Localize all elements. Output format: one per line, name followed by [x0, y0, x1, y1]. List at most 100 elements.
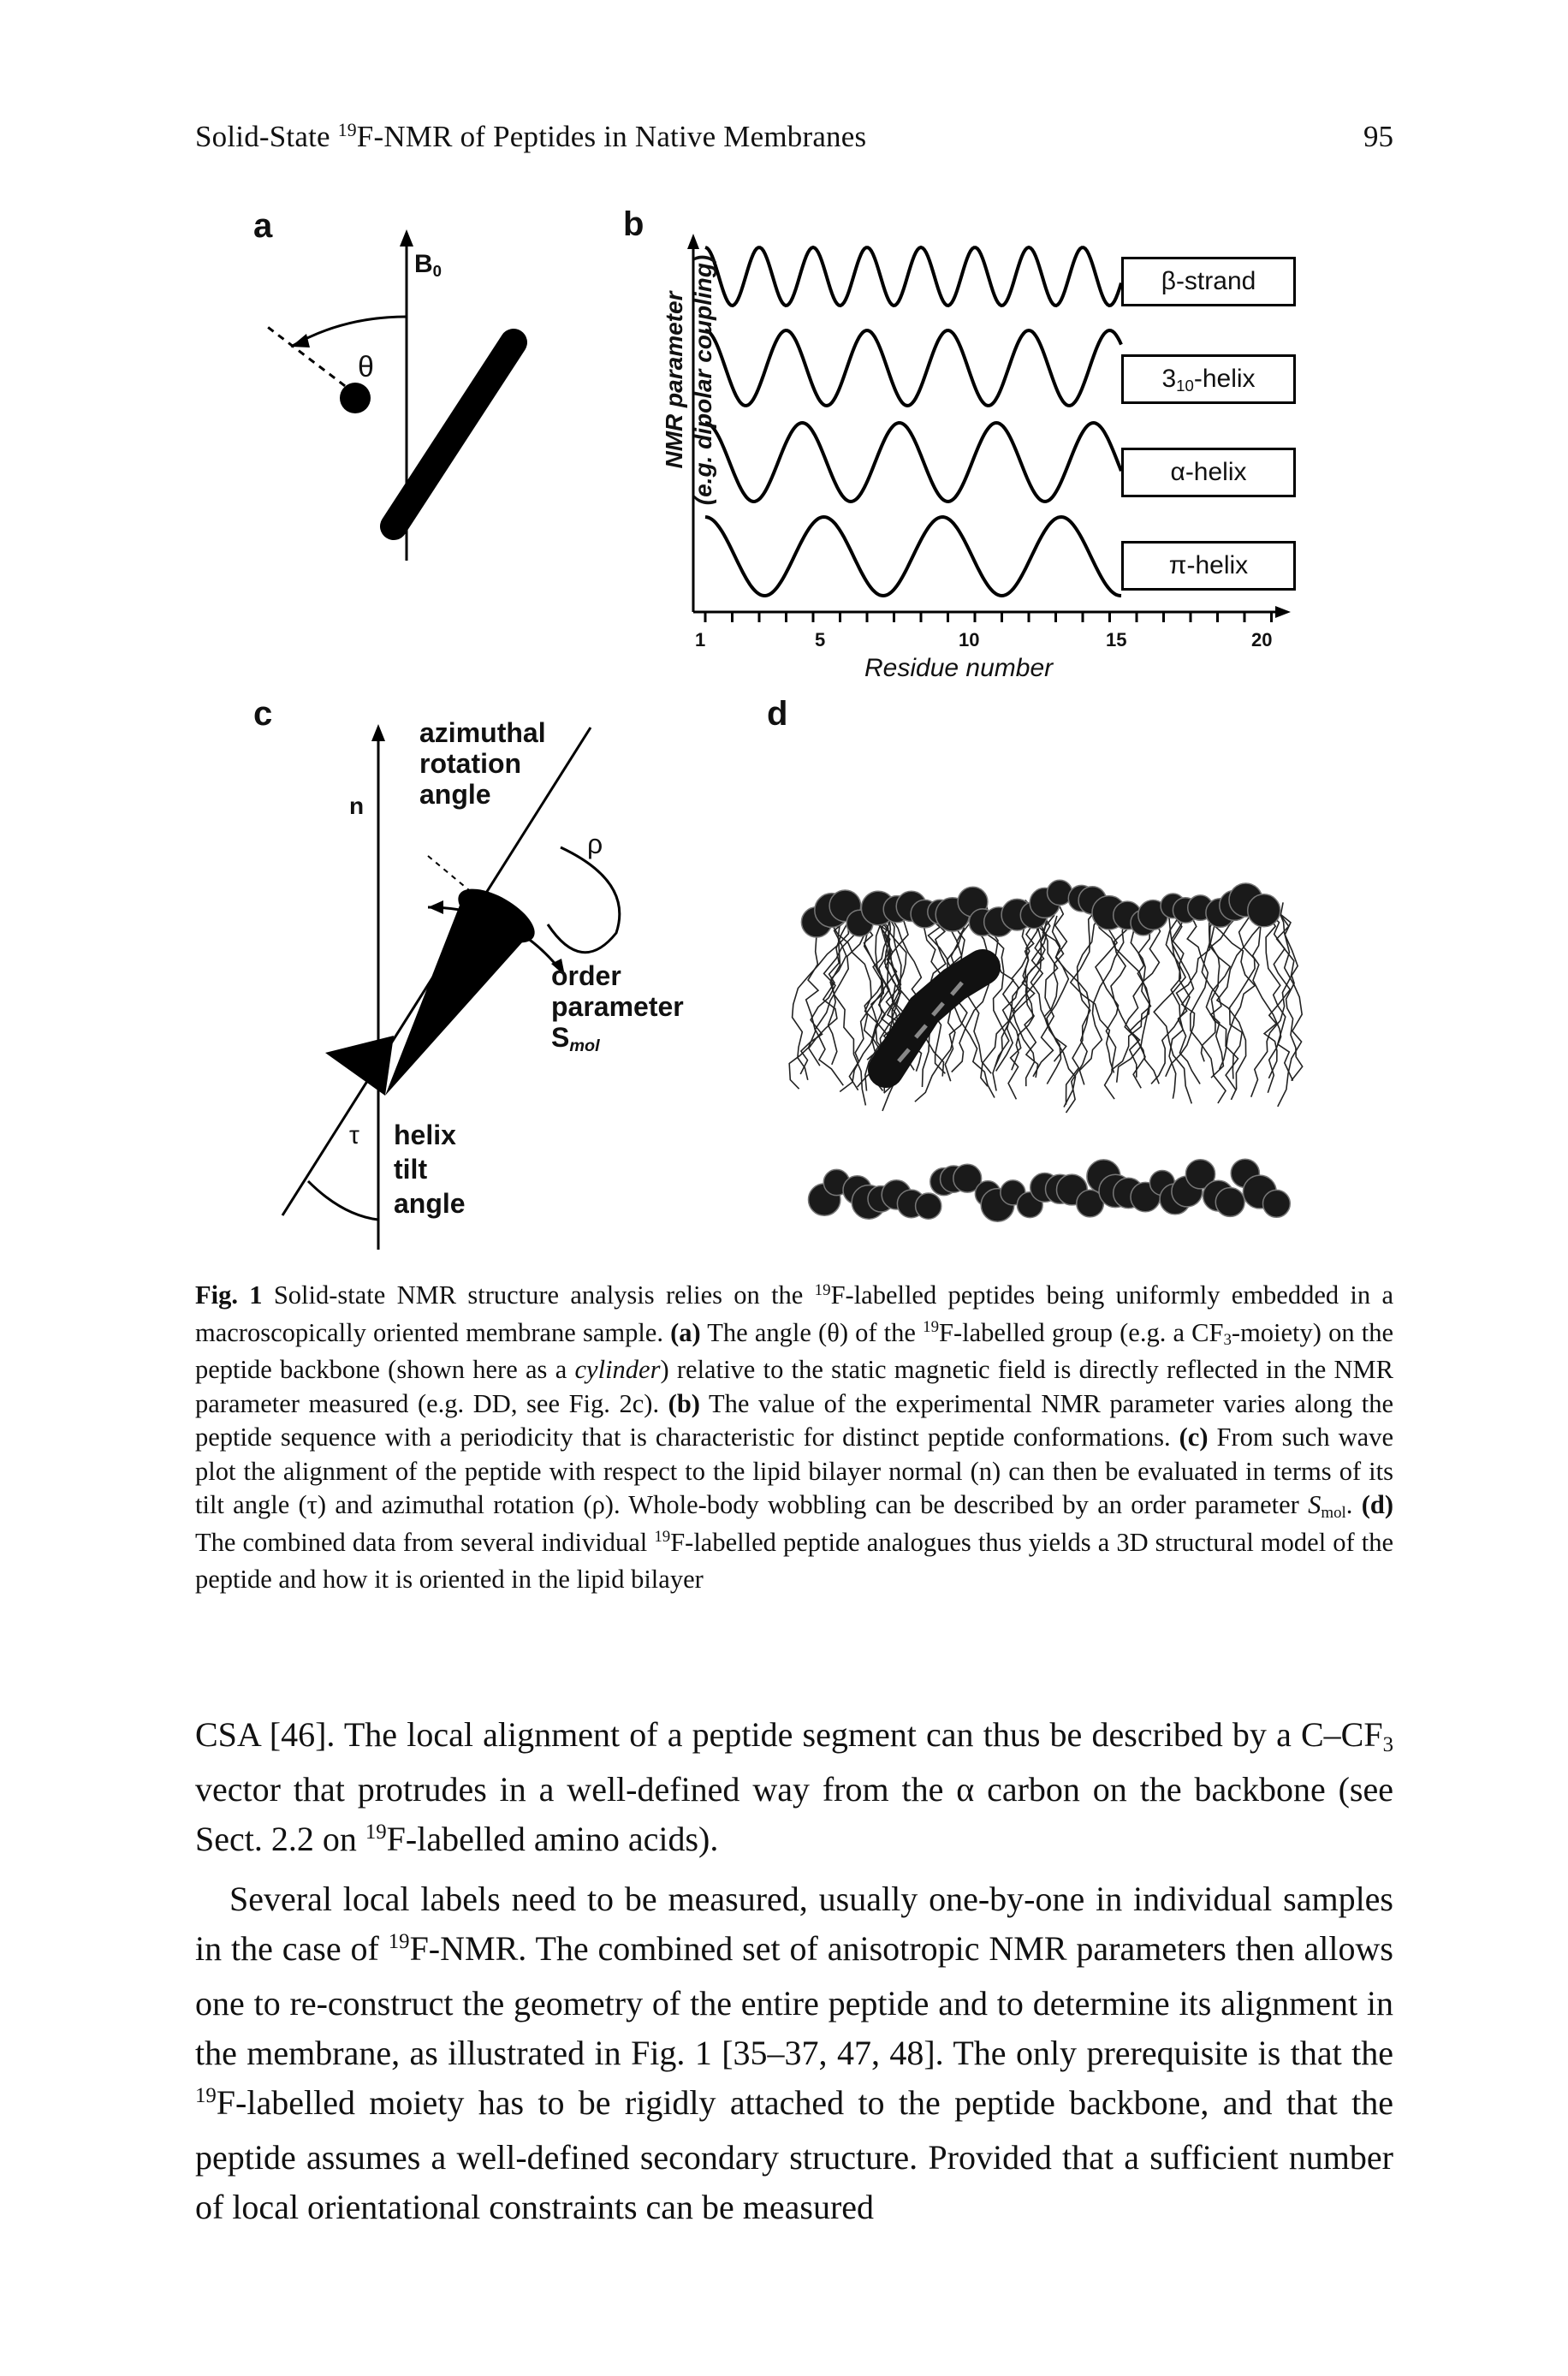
legend-310-suffix: -helix — [1193, 365, 1256, 393]
figure-caption: Fig. 1 Solid-state NMR structure analysi… — [195, 1279, 1393, 1597]
azimuthal-pointer — [427, 855, 480, 900]
panel-b-wave-plot — [687, 234, 1291, 622]
body-text: CSA [46]. The local alignment of a pepti… — [195, 1710, 1393, 2232]
order-arc — [427, 906, 567, 977]
lipid-tail — [994, 898, 1046, 1068]
tilt-angle-label: helix tilt angle — [394, 1118, 466, 1221]
caption-smol-s: S — [1308, 1490, 1322, 1519]
lipid-tail — [1093, 912, 1150, 1078]
tilt-line1: helix — [394, 1120, 456, 1150]
beta-strand-wave — [704, 245, 1123, 308]
xtick-1: 1 — [695, 629, 706, 650]
headgroup-atom — [914, 1192, 942, 1220]
lipid-tail — [1011, 907, 1051, 1071]
azimuthal-line1: azimuthal — [419, 717, 546, 748]
lipid-tail — [887, 902, 946, 1074]
lipid-tail — [1065, 913, 1102, 1105]
lipid-tail — [1277, 902, 1304, 1108]
caption-text-8: From such wave plot the alignment of the… — [195, 1423, 1393, 1519]
lipid-tail — [1111, 906, 1161, 1071]
b0-label-sub: 0 — [432, 261, 442, 280]
title-rest: F-NMR of Peptides in Native Membranes — [356, 120, 867, 153]
p2-sup-2: 19 — [195, 2084, 217, 2108]
ylabel-line1: NMR parameter — [661, 291, 687, 469]
azimuthal-line2: rotation — [419, 748, 522, 779]
headgroup-atom — [953, 1163, 983, 1193]
lipid-tail — [1168, 910, 1188, 1099]
xtick-20: 20 — [1251, 629, 1273, 650]
lipid-tail — [788, 905, 829, 1090]
b0-arrowhead — [400, 229, 413, 247]
wobble-cone-upper — [385, 899, 531, 1096]
p2-text-c: F-labelled moiety has to be rigidly atta… — [195, 2083, 1393, 2226]
helix-310-wave — [704, 328, 1123, 408]
order-parameter-label: order parameter Smol — [551, 960, 684, 1057]
running-title: Solid-State 19F-NMR of Peptides in Nativ… — [195, 120, 866, 154]
peptide-helix-stripes — [897, 981, 964, 1063]
lipid-tail — [1215, 912, 1264, 1101]
normal-arrowhead — [371, 724, 385, 741]
lipid-tail — [848, 900, 896, 1091]
legend-alpha-helix: α-helix — [1121, 448, 1296, 497]
lipid-tail — [1069, 906, 1115, 1073]
caption-fig-label: Fig. 1 — [195, 1280, 263, 1310]
xtick-10: 10 — [959, 629, 980, 650]
headgroup-atom — [1185, 1158, 1216, 1190]
wave-series — [704, 245, 1123, 598]
caption-text-2: F-labelled peptides being uniformly embe… — [195, 1280, 1393, 1347]
panel-b-ylabel: NMR parameter (e.g. dipolar coupling) — [660, 252, 718, 508]
lipid-tail — [1012, 914, 1048, 1087]
label-vector — [264, 324, 356, 395]
y-arrowhead — [687, 234, 699, 249]
lipid-tail — [1207, 912, 1256, 1070]
lipid-tail — [1228, 900, 1256, 1079]
caption-text-5: -moiety) on the peptide backbone (shown … — [195, 1317, 1393, 1385]
lipid-tail — [863, 901, 892, 1060]
caption-sub-3: 3 — [1223, 1331, 1232, 1350]
lipid-tail — [984, 910, 1022, 1100]
lipid-tail — [791, 903, 850, 1080]
lipid-tail — [1186, 909, 1226, 1104]
caption-text-1: Solid-state NMR structure analysis relie… — [262, 1280, 815, 1310]
lipid-tail — [807, 899, 852, 1066]
lipid-tail — [1046, 906, 1070, 1084]
legend-310-helix: 310-helix — [1121, 354, 1296, 404]
p2-text-a: Several local labels need to be measured… — [195, 1880, 1393, 1968]
legend-310-sub: 10 — [1176, 376, 1194, 395]
tau-arc — [306, 1179, 379, 1221]
panel-a-diagram — [264, 229, 527, 561]
legend-beta-strand: β-strand — [1121, 257, 1296, 306]
lipid-tail — [1175, 912, 1211, 1084]
lipid-tail — [1022, 907, 1049, 1078]
b0-label-text: B — [414, 250, 433, 278]
lipid-tail — [1259, 903, 1294, 1081]
running-header: Solid-State 19F-NMR of Peptides in Nativ… — [195, 120, 1393, 163]
panel-c-letter: c — [253, 695, 273, 733]
lipid-tail — [1278, 910, 1304, 1082]
order-s-sub: mol — [569, 1036, 600, 1055]
xtick-5: 5 — [815, 629, 826, 650]
caption-text-11: F-labelled peptide analogues thus yields… — [195, 1527, 1393, 1595]
rho-label: ρ — [587, 829, 603, 859]
caption-text-6: ) relative to the static magnetic field … — [195, 1355, 1393, 1418]
lipid-tail — [1200, 904, 1233, 1062]
order-arrowhead-right — [551, 959, 565, 976]
panel-b-xlabel: Residue number — [864, 654, 1054, 682]
p2-sup: 19 — [388, 1930, 410, 1954]
theta-arrowhead — [291, 334, 310, 347]
tau-label: τ — [349, 1121, 359, 1149]
lipid-tail — [1262, 911, 1292, 1079]
caption-sup-2: 19 — [923, 1318, 940, 1337]
headgroup-atom — [1076, 1189, 1105, 1218]
headgroup-atom — [1215, 1186, 1245, 1218]
panel-a-letter: a — [253, 207, 273, 245]
lipid-tail — [1165, 901, 1196, 1078]
normal-label: n — [349, 793, 365, 819]
paragraph-1: CSA [46]. The local alignment of a pepti… — [195, 1710, 1393, 1869]
caption-text-10: The combined data from several individua… — [195, 1527, 655, 1557]
caption-sup-1: 19 — [814, 1280, 831, 1299]
p1-text-b: vector that protrudes in a well-defined … — [195, 1770, 1393, 1858]
lipid-tail — [1051, 915, 1090, 1114]
peptide-helix — [868, 949, 1001, 1088]
legend-310-prefix: 3 — [1161, 365, 1177, 393]
